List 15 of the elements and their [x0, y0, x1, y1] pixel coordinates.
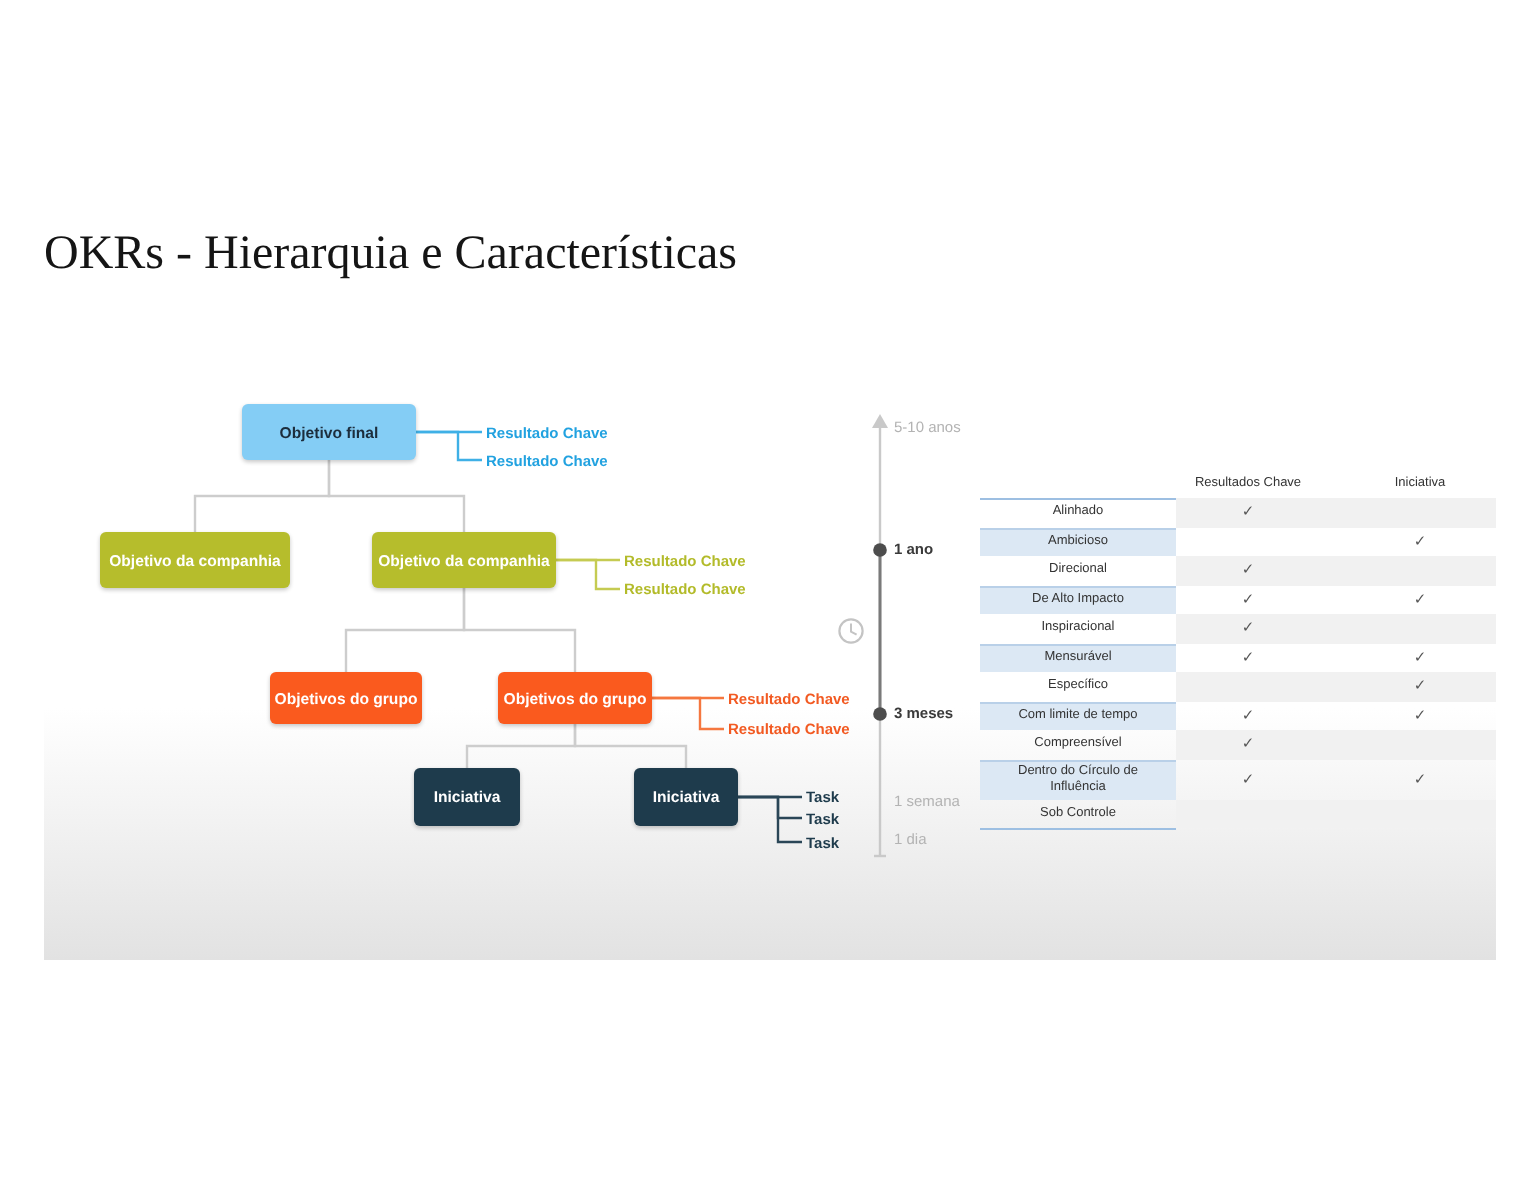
objective-box: [498, 672, 652, 724]
connector-line: [556, 558, 620, 591]
initiative-box: [414, 768, 520, 826]
connector-line: [652, 696, 724, 731]
connector-line: [462, 588, 577, 672]
connector-line: [573, 724, 688, 768]
connector-line: [416, 430, 482, 462]
objective-box: [372, 532, 556, 588]
objective-box: [242, 404, 416, 460]
initiative-box: [634, 768, 738, 826]
objective-box: [100, 532, 290, 588]
connector-line: [738, 795, 802, 844]
objective-box: [270, 672, 422, 724]
connector-line: [327, 460, 466, 532]
slide-title: OKRs - Hierarquia e Características: [44, 226, 738, 282]
